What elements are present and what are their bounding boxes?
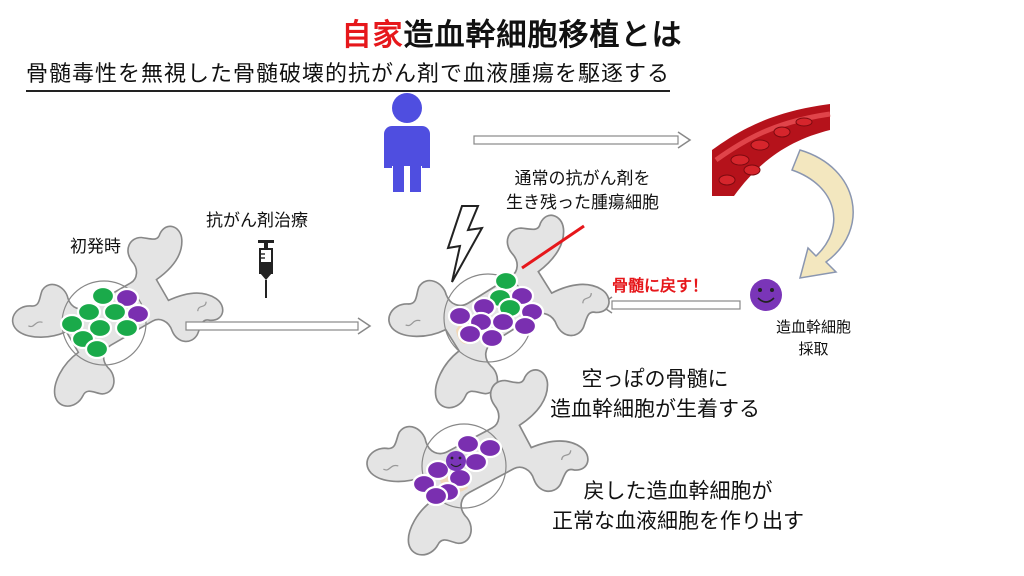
label-harvest-line2: 採取 — [798, 340, 829, 358]
label-harvest: 造血幹細胞 採取 — [776, 316, 851, 360]
stem-cell-face-icon — [750, 279, 782, 311]
label-surviving-line2: 生き残った腫瘍細胞 — [506, 193, 659, 213]
label-surviving-line1: 通常の抗がん剤を — [514, 169, 651, 189]
label-surviving: 通常の抗がん剤を 生き残った腫瘍細胞 — [506, 167, 659, 215]
arrow-return-marrow — [598, 296, 741, 314]
arrow-harvest — [473, 131, 692, 149]
label-produce-line1: 戻した造血幹細胞が — [583, 479, 773, 503]
label-produce: 戻した造血幹細胞が 正常な血液細胞を作り出す — [552, 476, 804, 536]
label-engraft-line2: 造血幹細胞が生着する — [550, 397, 760, 421]
stem-cell-face-icon-engraft — [446, 451, 466, 471]
label-return-marrow: 骨髄に戻す！ — [612, 276, 709, 295]
title-accent: 自家 — [341, 18, 404, 53]
marrow-cells-onset — [59, 285, 151, 360]
marrow-zoom-circle-3 — [421, 423, 507, 509]
title-rest: 造血幹細胞移植とは — [403, 18, 683, 53]
tumor-pointer-line — [521, 224, 585, 270]
person-icon — [384, 93, 430, 192]
curved-return-arrow — [791, 149, 854, 279]
page-title: 自家造血幹細胞移植とは — [0, 10, 1024, 54]
syringe-icon — [258, 240, 274, 298]
label-engraft: 空っぽの骨髄に 造血幹細胞が生着する — [550, 364, 760, 424]
arrow-chemo — [185, 317, 372, 335]
label-engraft-line1: 空っぽの骨髄に — [581, 367, 729, 391]
lightning-icon — [446, 205, 484, 283]
label-harvest-line1: 造血幹細胞 — [776, 318, 852, 336]
label-produce-line2: 正常な血液細胞を作り出す — [552, 509, 804, 533]
label-onset: 初発時 — [70, 237, 121, 257]
subtitle: 骨髄毒性を無視した骨髄破壊的抗がん剤で血液腫瘍を駆逐する — [26, 56, 671, 92]
label-chemo: 抗がん剤治療 — [206, 211, 308, 231]
